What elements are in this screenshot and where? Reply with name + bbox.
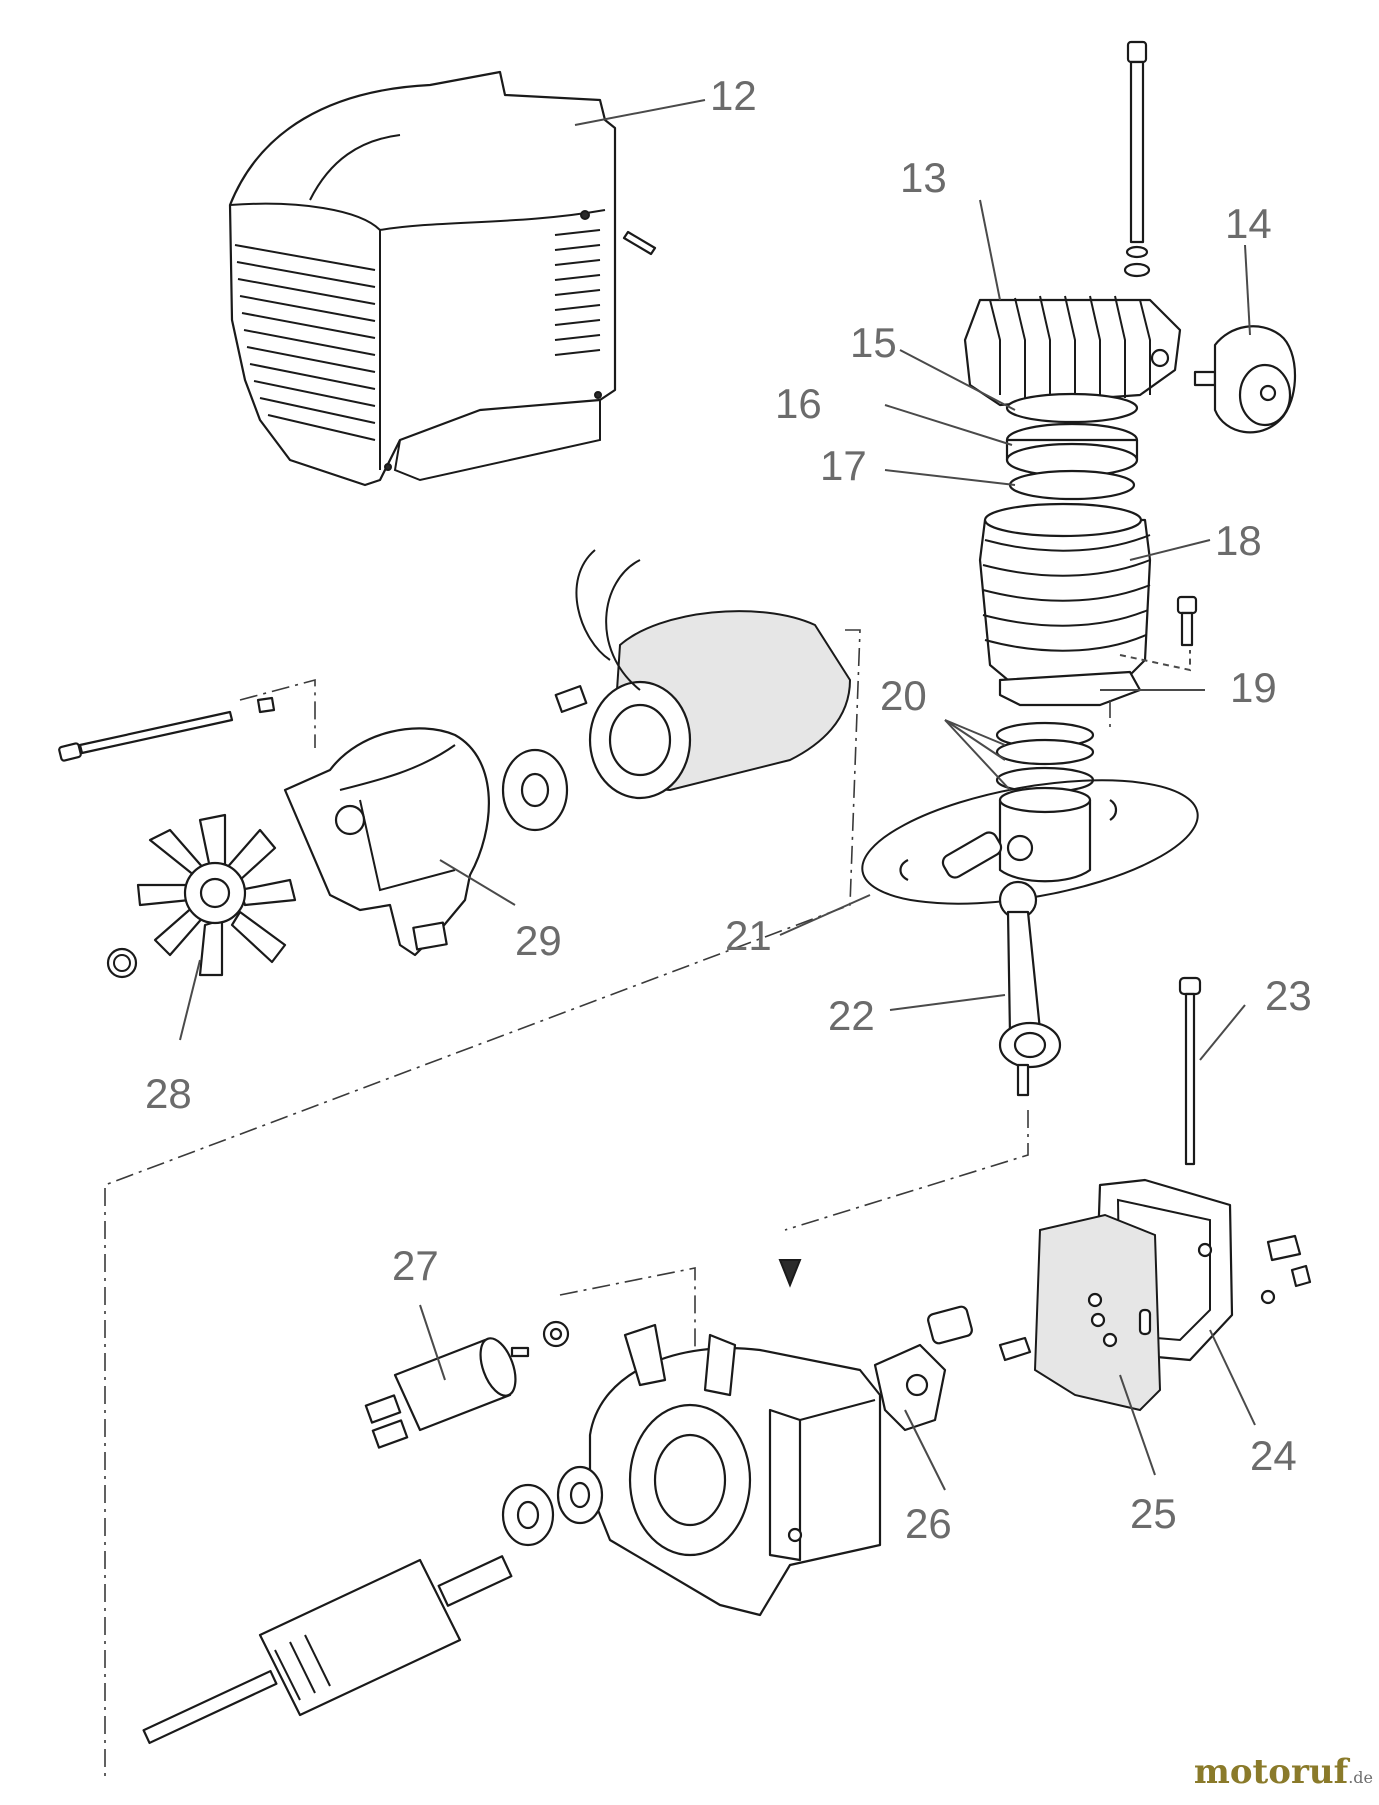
part-21-piston-assembly <box>861 779 1199 905</box>
part-22-connecting-rod <box>998 880 1062 1097</box>
callout-17: 17 <box>820 442 867 489</box>
motor-rotor <box>142 1555 513 1745</box>
part-16-valve-plate <box>1005 422 1139 478</box>
part-27-capacitor <box>364 1320 570 1449</box>
part-19-screw <box>1119 595 1198 672</box>
callout-20: 20 <box>880 672 927 719</box>
motor-end-housing <box>588 1323 882 1617</box>
callout-25: 25 <box>1130 1490 1177 1537</box>
watermark-logo: motoruf.de <box>1194 1752 1373 1792</box>
part-15-gasket <box>1005 392 1139 424</box>
callout-22: 22 <box>828 992 875 1039</box>
part-14-air-filter <box>1193 325 1296 434</box>
part-23-dipstick <box>1178 976 1202 1166</box>
callout-18: 18 <box>1215 517 1262 564</box>
callout-16: 16 <box>775 380 822 427</box>
callout-13: 13 <box>900 154 947 201</box>
callout-21: 21 <box>725 912 772 959</box>
callout-labels: 12 13 14 15 16 17 18 19 20 21 22 23 24 2… <box>145 72 1312 1547</box>
part-20-piston-rings <box>995 721 1095 794</box>
motor-long-bolt <box>58 696 276 762</box>
part-29-fan-housing <box>283 727 490 957</box>
watermark-brand: motoruf <box>1193 1752 1349 1792</box>
part-25-gasket <box>1033 1213 1162 1412</box>
assembly-lines <box>104 629 1111 1780</box>
callout-24: 24 <box>1250 1432 1297 1479</box>
callout-15: 15 <box>850 319 897 366</box>
callout-23: 23 <box>1265 972 1312 1019</box>
callout-14: 14 <box>1225 200 1272 247</box>
motor-bearing-lower <box>501 1465 604 1547</box>
motor-stator <box>554 549 852 800</box>
callout-27: 27 <box>392 1242 439 1289</box>
motor-bearing-upper <box>501 748 569 832</box>
callout-19: 19 <box>1230 664 1277 711</box>
leader-lines <box>179 99 1256 1491</box>
part-26-crank <box>873 1305 1032 1432</box>
part-17-gasket <box>1008 469 1136 501</box>
part-28-fan <box>106 813 297 979</box>
callout-29: 29 <box>515 917 562 964</box>
callout-12: 12 <box>710 72 757 119</box>
watermark-tld: .de <box>1348 1768 1373 1787</box>
callout-28: 28 <box>145 1070 192 1117</box>
assembly-arrow <box>778 1259 802 1288</box>
part-18-cylinder <box>978 502 1152 707</box>
part-13-cylinder-head <box>963 40 1182 407</box>
callout-26: 26 <box>905 1500 952 1547</box>
part-12-cover <box>228 70 657 487</box>
